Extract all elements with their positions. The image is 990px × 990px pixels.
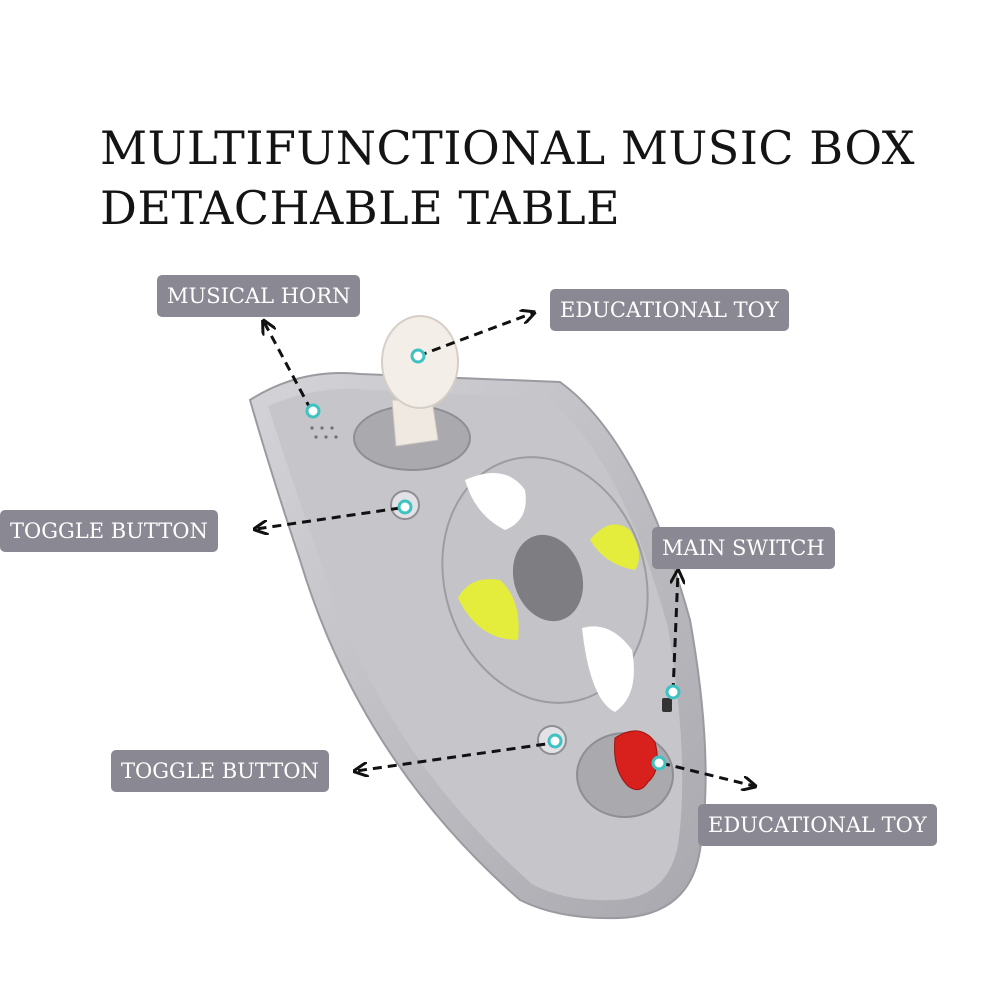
marker-educational-toy-bottom: [651, 755, 667, 771]
label-musical-horn: MUSICAL HORN: [157, 275, 361, 317]
label-educational-toy-bottom: EDUCATIONAL TOY: [698, 804, 937, 846]
arrow-toggle-button-bottom: [356, 740, 561, 771]
red-toy: [614, 730, 658, 791]
label-educational-toy-top: EDUCATIONAL TOY: [550, 289, 789, 331]
spinner-center: [512, 534, 584, 622]
main-switch[interactable]: [662, 698, 672, 712]
arrow-educational-toy-bottom: [660, 761, 754, 786]
label-main-switch: MAIN SWITCH: [652, 527, 835, 569]
marker-toggle-button-bottom: [547, 733, 563, 749]
speaker-grille: [310, 426, 338, 439]
marker-main-switch: [665, 684, 681, 700]
label-toggle-button-top: TOGGLE BUTTON: [0, 510, 218, 552]
title-line-1: MULTIFUNCTIONAL MUSIC BOX: [100, 121, 916, 175]
marker-musical-horn: [305, 403, 321, 419]
marker-toggle-button-top: [397, 499, 413, 515]
arrow-toggle-button-top: [256, 506, 401, 529]
title-line-2: DETACHABLE TABLE: [100, 181, 621, 235]
spinner-petal-white-top: [465, 472, 526, 530]
spinner-petal-yellow-left: [458, 579, 519, 640]
arrow-educational-toy-top: [417, 313, 533, 358]
page-title: MULTIFUNCTIONAL MUSIC BOX DETACHABLE TAB…: [100, 118, 915, 238]
label-toggle-button-bottom: TOGGLE BUTTON: [111, 750, 329, 792]
arrow-musical-horn: [264, 322, 313, 411]
spinner-petal-white-bottom: [582, 626, 634, 712]
marker-educational-toy-top: [410, 348, 426, 364]
spinner-petal-yellow-right: [590, 524, 639, 570]
arrow-main-switch: [673, 572, 678, 693]
